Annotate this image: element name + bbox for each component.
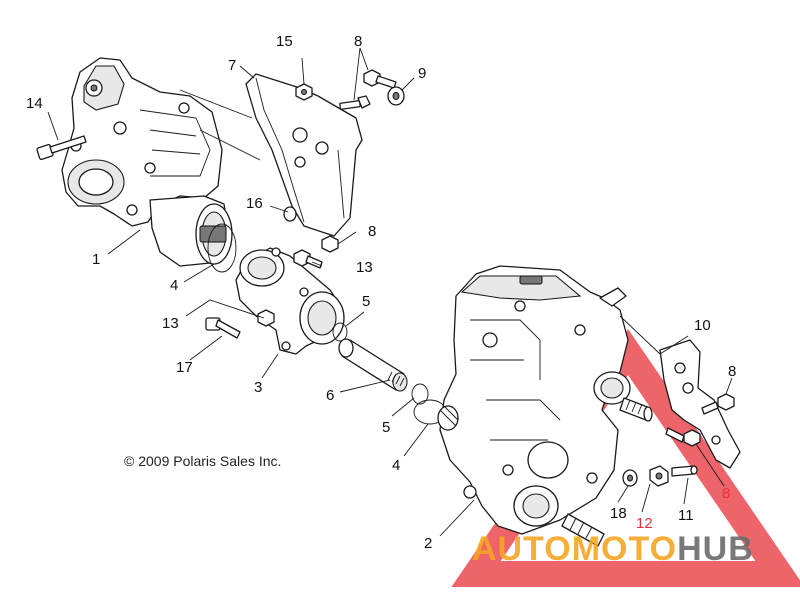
bolt-part-8-bracket [321,235,339,253]
callout-10: 10 [694,317,711,334]
watermark-word-auto: AUTO [472,530,572,568]
callout-13-lower: 13 [162,315,179,332]
callout-16: 16 [246,195,263,212]
input-spline [437,405,459,431]
callout-5-upper: 5 [362,293,370,310]
callout-12: 12 [636,515,653,532]
washer-part-18 [622,469,638,487]
callout-8-lower: 8 [722,485,730,502]
coupler-housing-part-3 [235,247,345,355]
callout-2: 2 [424,535,432,552]
callout-labels: 15 8 9 7 14 16 8 1 4 13 13 5 17 3 6 5 4 … [26,33,736,552]
callout-4-lower: 4 [392,457,400,474]
callout-8-top: 8 [354,33,362,50]
callout-14: 14 [26,95,43,112]
callout-11: 11 [678,507,694,524]
bolt-part-14 [36,135,87,160]
callout-13-upper: 13 [356,259,373,276]
transmission-housing-part-2 [439,265,631,535]
callout-4-upper: 4 [170,277,178,294]
callout-1: 1 [92,251,100,268]
washer-part-9 [387,86,405,106]
svg-text:AUTOMOTOHUB: AUTOMOTOHUB [472,530,754,568]
snap-ring-part-5-lower [411,383,429,405]
pin-part-11 [671,465,698,477]
output-shaft-upper [619,397,653,422]
bolt-part-13-lower [257,309,275,327]
callout-6: 6 [326,387,334,404]
watermark-word-hub: HUB [677,530,754,568]
callout-15: 15 [276,33,293,50]
nut-part-15 [295,83,313,101]
shaft-part-6 [338,338,408,392]
bracket-part-10 [659,339,741,469]
washer-part-16 [283,206,297,222]
callout-8-bracket: 8 [368,223,376,240]
callout-18: 18 [610,505,627,522]
watermark-word-moto: MOTO [572,530,677,568]
callout-9: 9 [418,65,426,82]
bolt-part-8-top [339,69,397,110]
snap-ring-part-5-upper [332,322,348,342]
bolt-part-17 [205,317,241,339]
watermark-logo-text: AUTOMOTOHUB [472,530,754,568]
callout-17: 17 [176,359,193,376]
bolt-part-8-right [701,393,735,415]
callout-5-lower: 5 [382,419,390,436]
leader-lines [47,47,733,537]
callout-3: 3 [254,379,262,396]
bolt-part-13-upper [293,249,323,269]
copyright-notice: © 2009 Polaris Sales Inc. [124,453,281,469]
callout-7: 7 [228,57,236,74]
o-ring-part-4-upper [207,223,237,273]
output-shaft-lower [561,513,605,547]
gearcase-housing-part-1 [61,57,233,267]
mounting-bracket-part-7 [245,73,363,237]
bolt-part-8-lower [665,427,701,447]
callout-8-right: 8 [728,363,736,380]
fitting-part-12 [649,465,669,487]
